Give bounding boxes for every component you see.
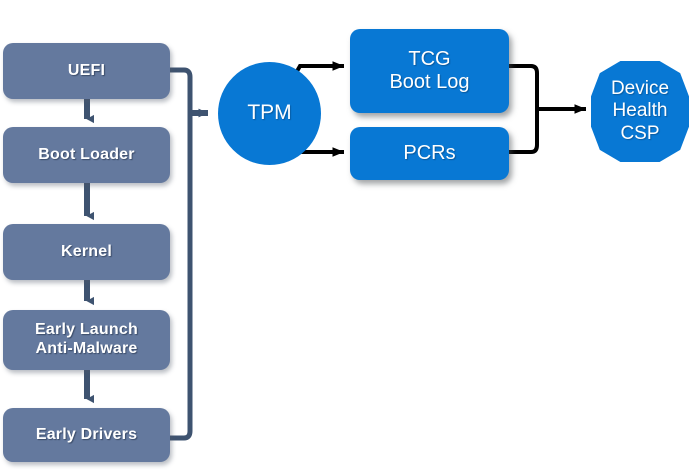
node-device-health-csp[interactable]: Device Health CSP [591,61,689,162]
node-kernel-label: Kernel [61,242,112,260]
node-tcg-boot-log[interactable]: TCG Boot Log [350,29,509,113]
node-pcrs[interactable]: PCRs [350,127,509,180]
node-device-health-csp-label: Device Health CSP [610,78,670,144]
node-uefi[interactable]: UEFI [3,43,170,99]
node-tpm-label: TPM [247,101,292,125]
node-early-drivers[interactable]: Early Drivers [3,408,170,462]
connector-artifacts-to-device-health-csp-bracket [509,64,587,154]
node-tcg-boot-log-label: TCG Boot Log [389,47,470,93]
node-kernel[interactable]: Kernel [3,224,170,280]
node-early-drivers-label: Early Drivers [35,425,138,443]
node-uefi-label: UEFI [67,61,106,79]
node-boot-loader-label: Boot Loader [38,145,135,163]
node-boot-loader[interactable]: Boot Loader [3,127,170,183]
node-pcrs-label: PCRs [403,141,456,164]
connector-boot-chain-to-tpm-bracket [170,67,209,441]
node-tpm[interactable]: TPM [218,62,321,165]
node-early-launch-anti-malware-label: Early Launch Anti-Malware [35,321,138,357]
node-early-launch-anti-malware[interactable]: Early Launch Anti-Malware [3,310,170,370]
